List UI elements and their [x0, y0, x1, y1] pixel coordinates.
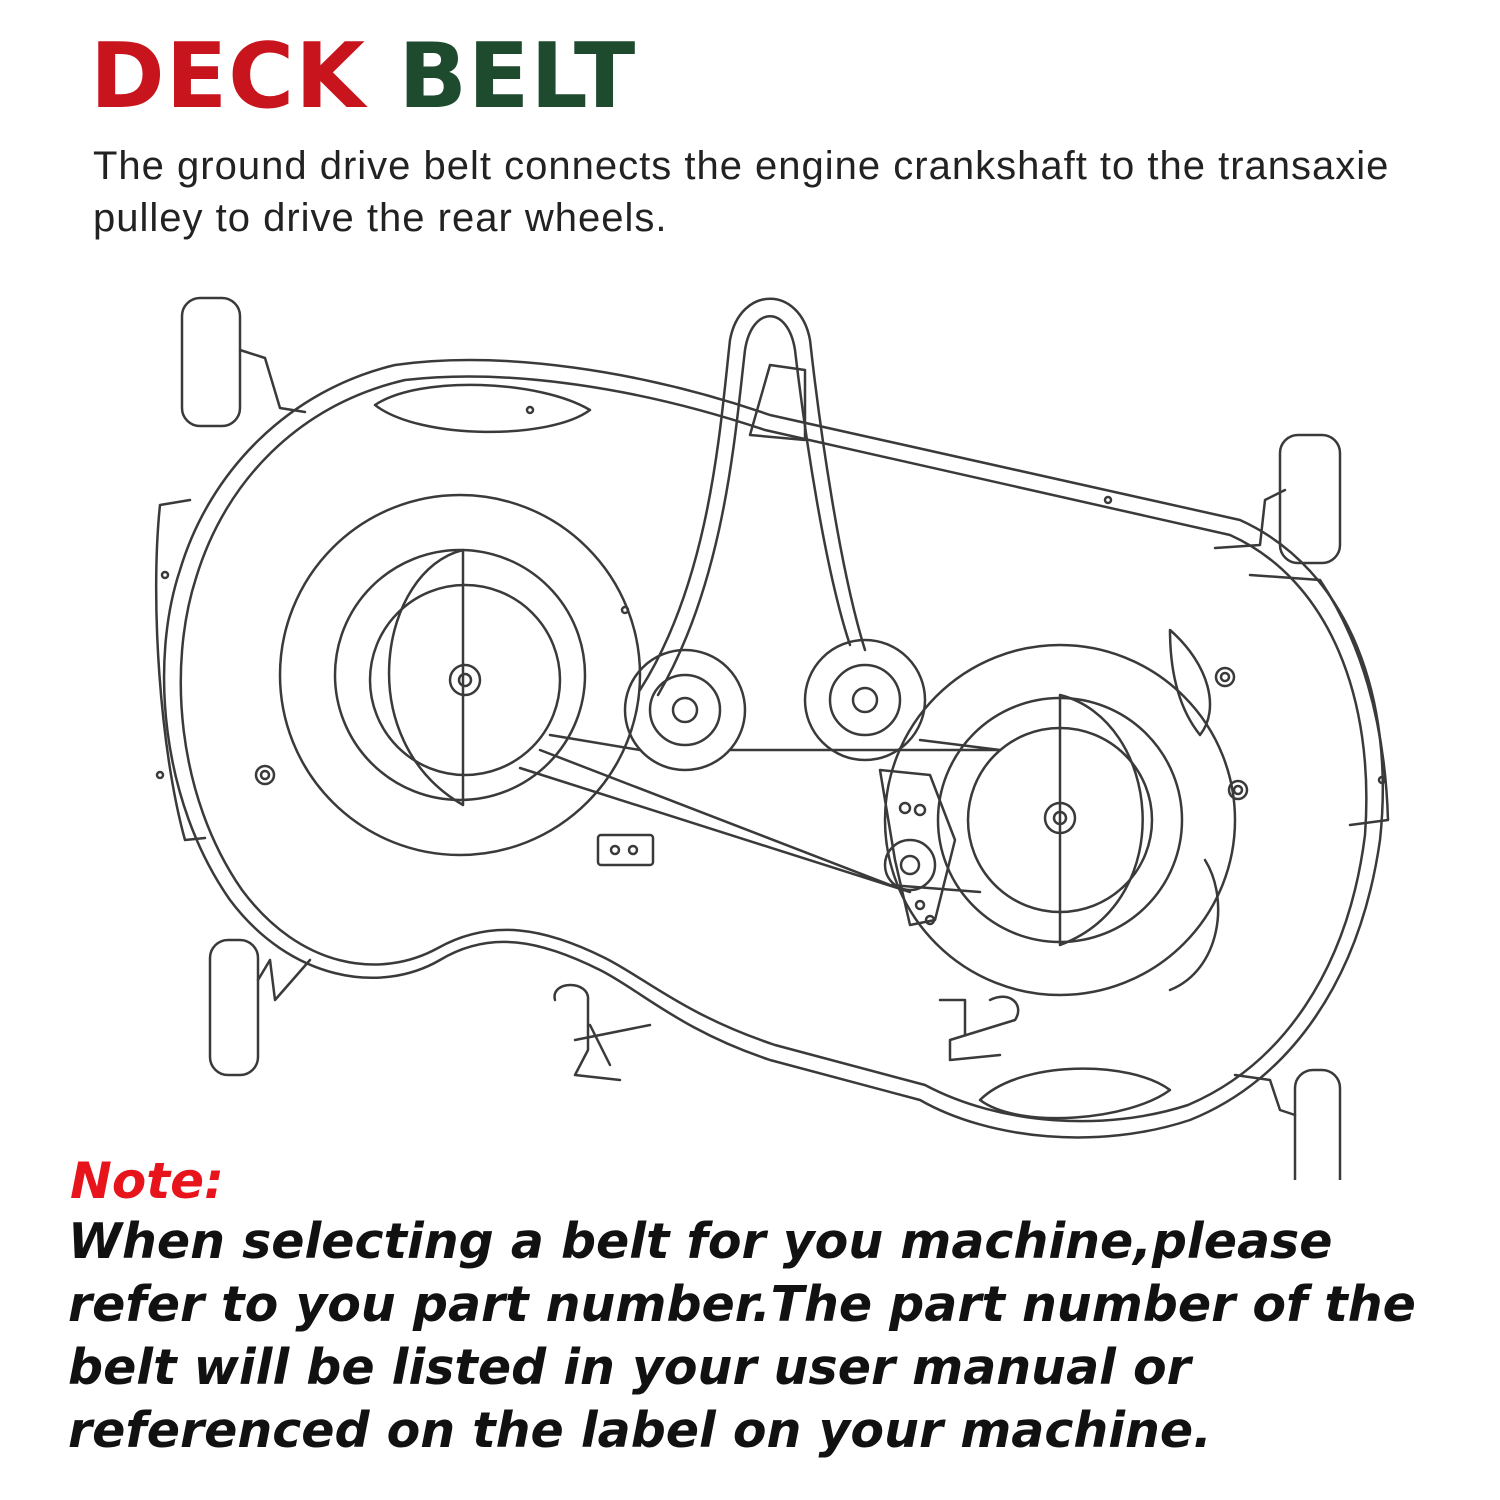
right-hitch-bracket	[938, 995, 1020, 1062]
deck-belt	[518, 733, 1002, 894]
front-left-gauge-wheel	[180, 296, 242, 428]
title-word-belt: BELT	[398, 24, 637, 129]
rear-right-gauge-wheel	[1293, 1068, 1342, 1180]
center-left-idler-pulley	[623, 648, 747, 772]
tension-idler-pulley	[883, 838, 937, 892]
lower-vent-slot	[1168, 858, 1220, 992]
bolt-hole	[1227, 779, 1249, 801]
description-text: The ground drive belt connects the engin…	[93, 144, 1390, 240]
bolt-hole	[1214, 666, 1236, 688]
right-spindle-dome	[883, 643, 1237, 997]
drive-belt-loop	[638, 297, 867, 692]
top-vent	[373, 383, 592, 434]
mower-deck-diagram	[154, 296, 1390, 1180]
bottom-vent	[978, 1067, 1172, 1120]
right-vent-slot	[1168, 628, 1212, 737]
right-spindle-nut	[1043, 801, 1077, 835]
mounting-plate	[596, 833, 655, 867]
center-right-idler-pulley	[803, 638, 927, 762]
title-word-deck: DECK	[90, 24, 366, 129]
left-belt-guard	[387, 548, 465, 807]
note-text: When selecting a belt for you machine,pl…	[68, 1213, 1416, 1459]
front-right-gauge-wheel-bracket	[1213, 488, 1287, 550]
left-spindle-dome	[278, 493, 642, 857]
front-right-gauge-wheel	[1278, 433, 1342, 565]
idler-bracket	[748, 363, 807, 442]
right-belt-guard	[1058, 693, 1144, 947]
left-hitch-bracket	[553, 983, 652, 1082]
rear-left-gauge-wheel	[208, 938, 260, 1077]
bolt-hole	[254, 764, 276, 786]
deck-left-flange	[154, 498, 207, 842]
note-label: Note:	[70, 1152, 225, 1210]
deck-right-flange	[1248, 573, 1390, 827]
left-spindle-nut	[448, 663, 482, 697]
page-title: DECK BELT	[90, 22, 636, 132]
left-pulley	[368, 583, 562, 777]
deck-inner-outline	[179, 375, 1368, 1123]
